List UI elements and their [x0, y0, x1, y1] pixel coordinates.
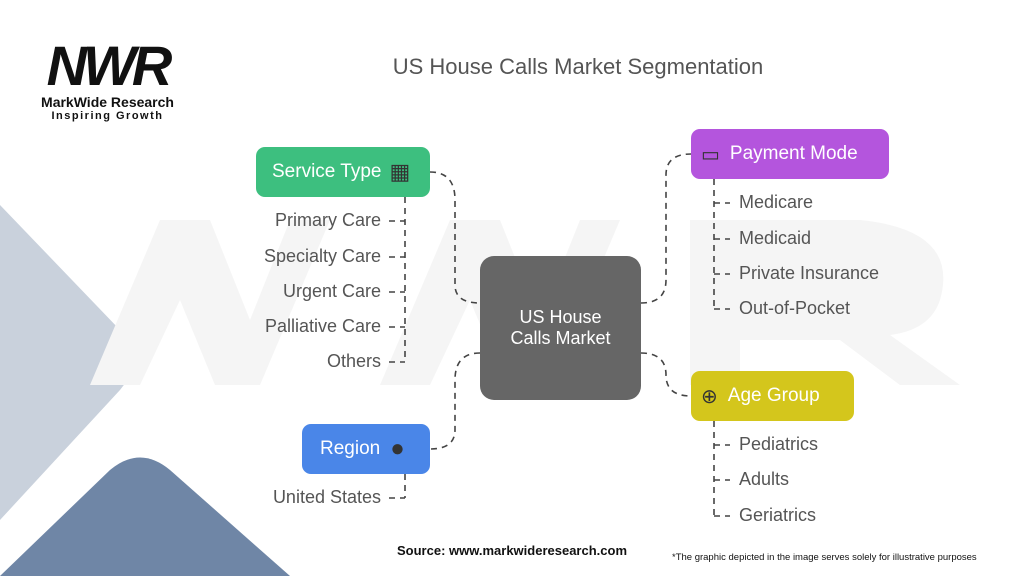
footnote: *The graphic depicted in the image serve… [672, 552, 977, 563]
list-item: Urgent Care [282, 281, 381, 301]
list-item: United States [272, 487, 381, 507]
list-item: Palliative Care [264, 316, 381, 336]
list-item: Adults [739, 469, 790, 489]
list-item: Out-of-Pocket [739, 298, 851, 318]
payment-icon: ▭ [701, 143, 720, 166]
page-title: US House Calls Market Segmentation [392, 54, 764, 79]
list-item: Specialty Care [263, 246, 381, 266]
list-item: Medicare [739, 192, 814, 212]
region-node: Region ● [302, 424, 430, 474]
list-item: Others [326, 351, 381, 371]
source-text: Source: www.markwideresearch.com [397, 543, 628, 558]
age-group-node: ⊕ Age Group [691, 371, 854, 421]
service-type-node: Service Type ▦ [256, 147, 430, 197]
list-item: Pediatrics [739, 434, 819, 454]
logo: NWR MarkWide Research Inspiring Growth [41, 34, 174, 123]
list-item: Primary Care [274, 210, 381, 230]
list-item: Medicaid [739, 228, 812, 248]
add-user-icon: ⊕ [701, 385, 718, 408]
list-item: Geriatrics [739, 505, 817, 525]
globe-icon: ● [390, 435, 405, 462]
payment-mode-node: ▭ Payment Mode [691, 129, 889, 179]
list-item: Private Insurance [739, 263, 880, 283]
clinic-icon: ▦ [389, 159, 411, 184]
